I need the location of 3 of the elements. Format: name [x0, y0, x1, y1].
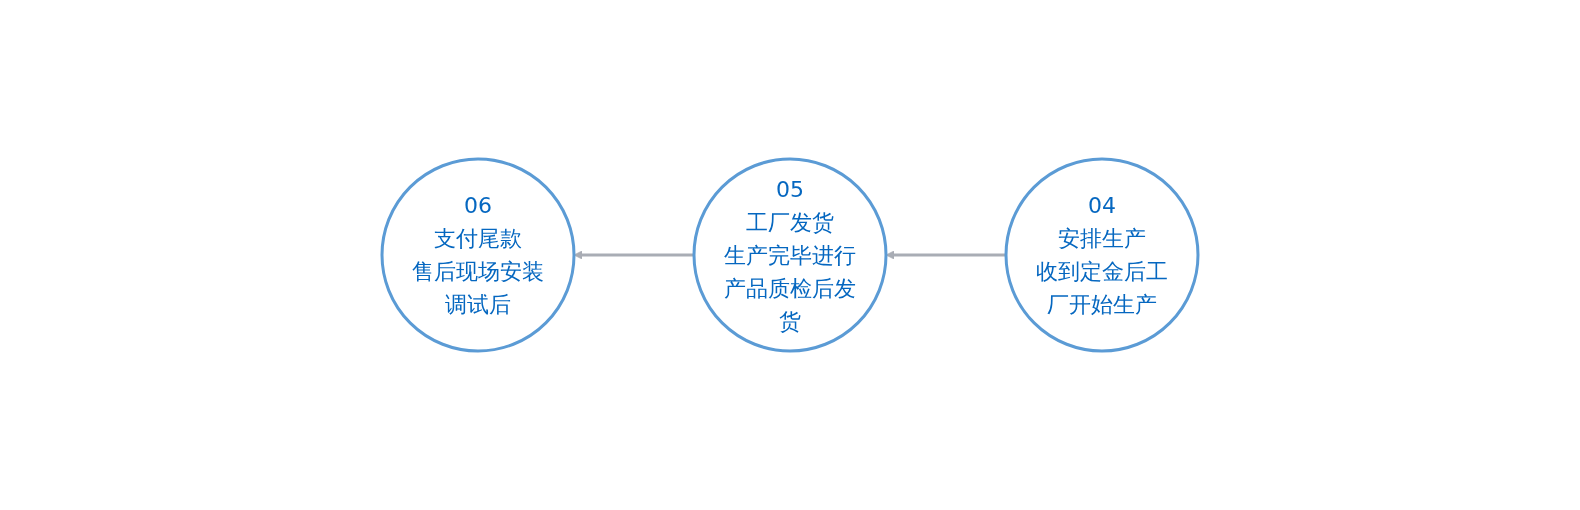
- node-circle: 04 安排生产 收到定金后工厂开始生产: [1004, 157, 1200, 353]
- node-circle: 05 工厂发货 生产完毕进行产品质检后发货: [692, 157, 888, 353]
- node-circle: 06 支付尾款 售后现场安装调试后: [380, 157, 576, 353]
